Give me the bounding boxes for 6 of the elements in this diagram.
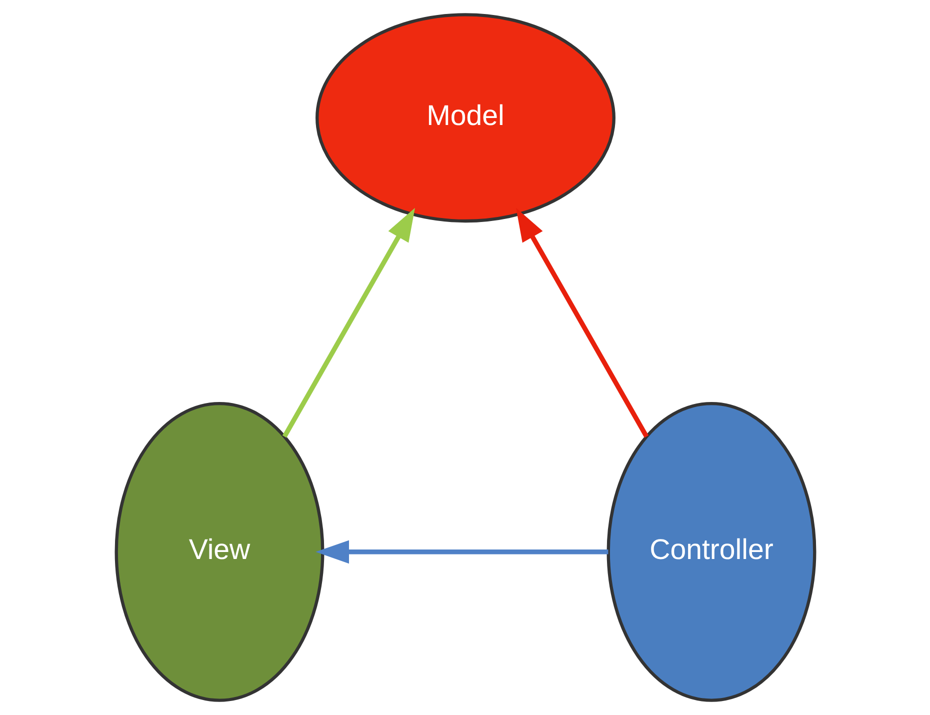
node-ellipse: Controller bbox=[606, 402, 816, 702]
arrow bbox=[315, 540, 608, 564]
arrow bbox=[516, 208, 648, 438]
node-ellipse: Model bbox=[315, 13, 615, 223]
node-ellipse: View bbox=[114, 402, 324, 702]
arrow bbox=[282, 208, 414, 438]
